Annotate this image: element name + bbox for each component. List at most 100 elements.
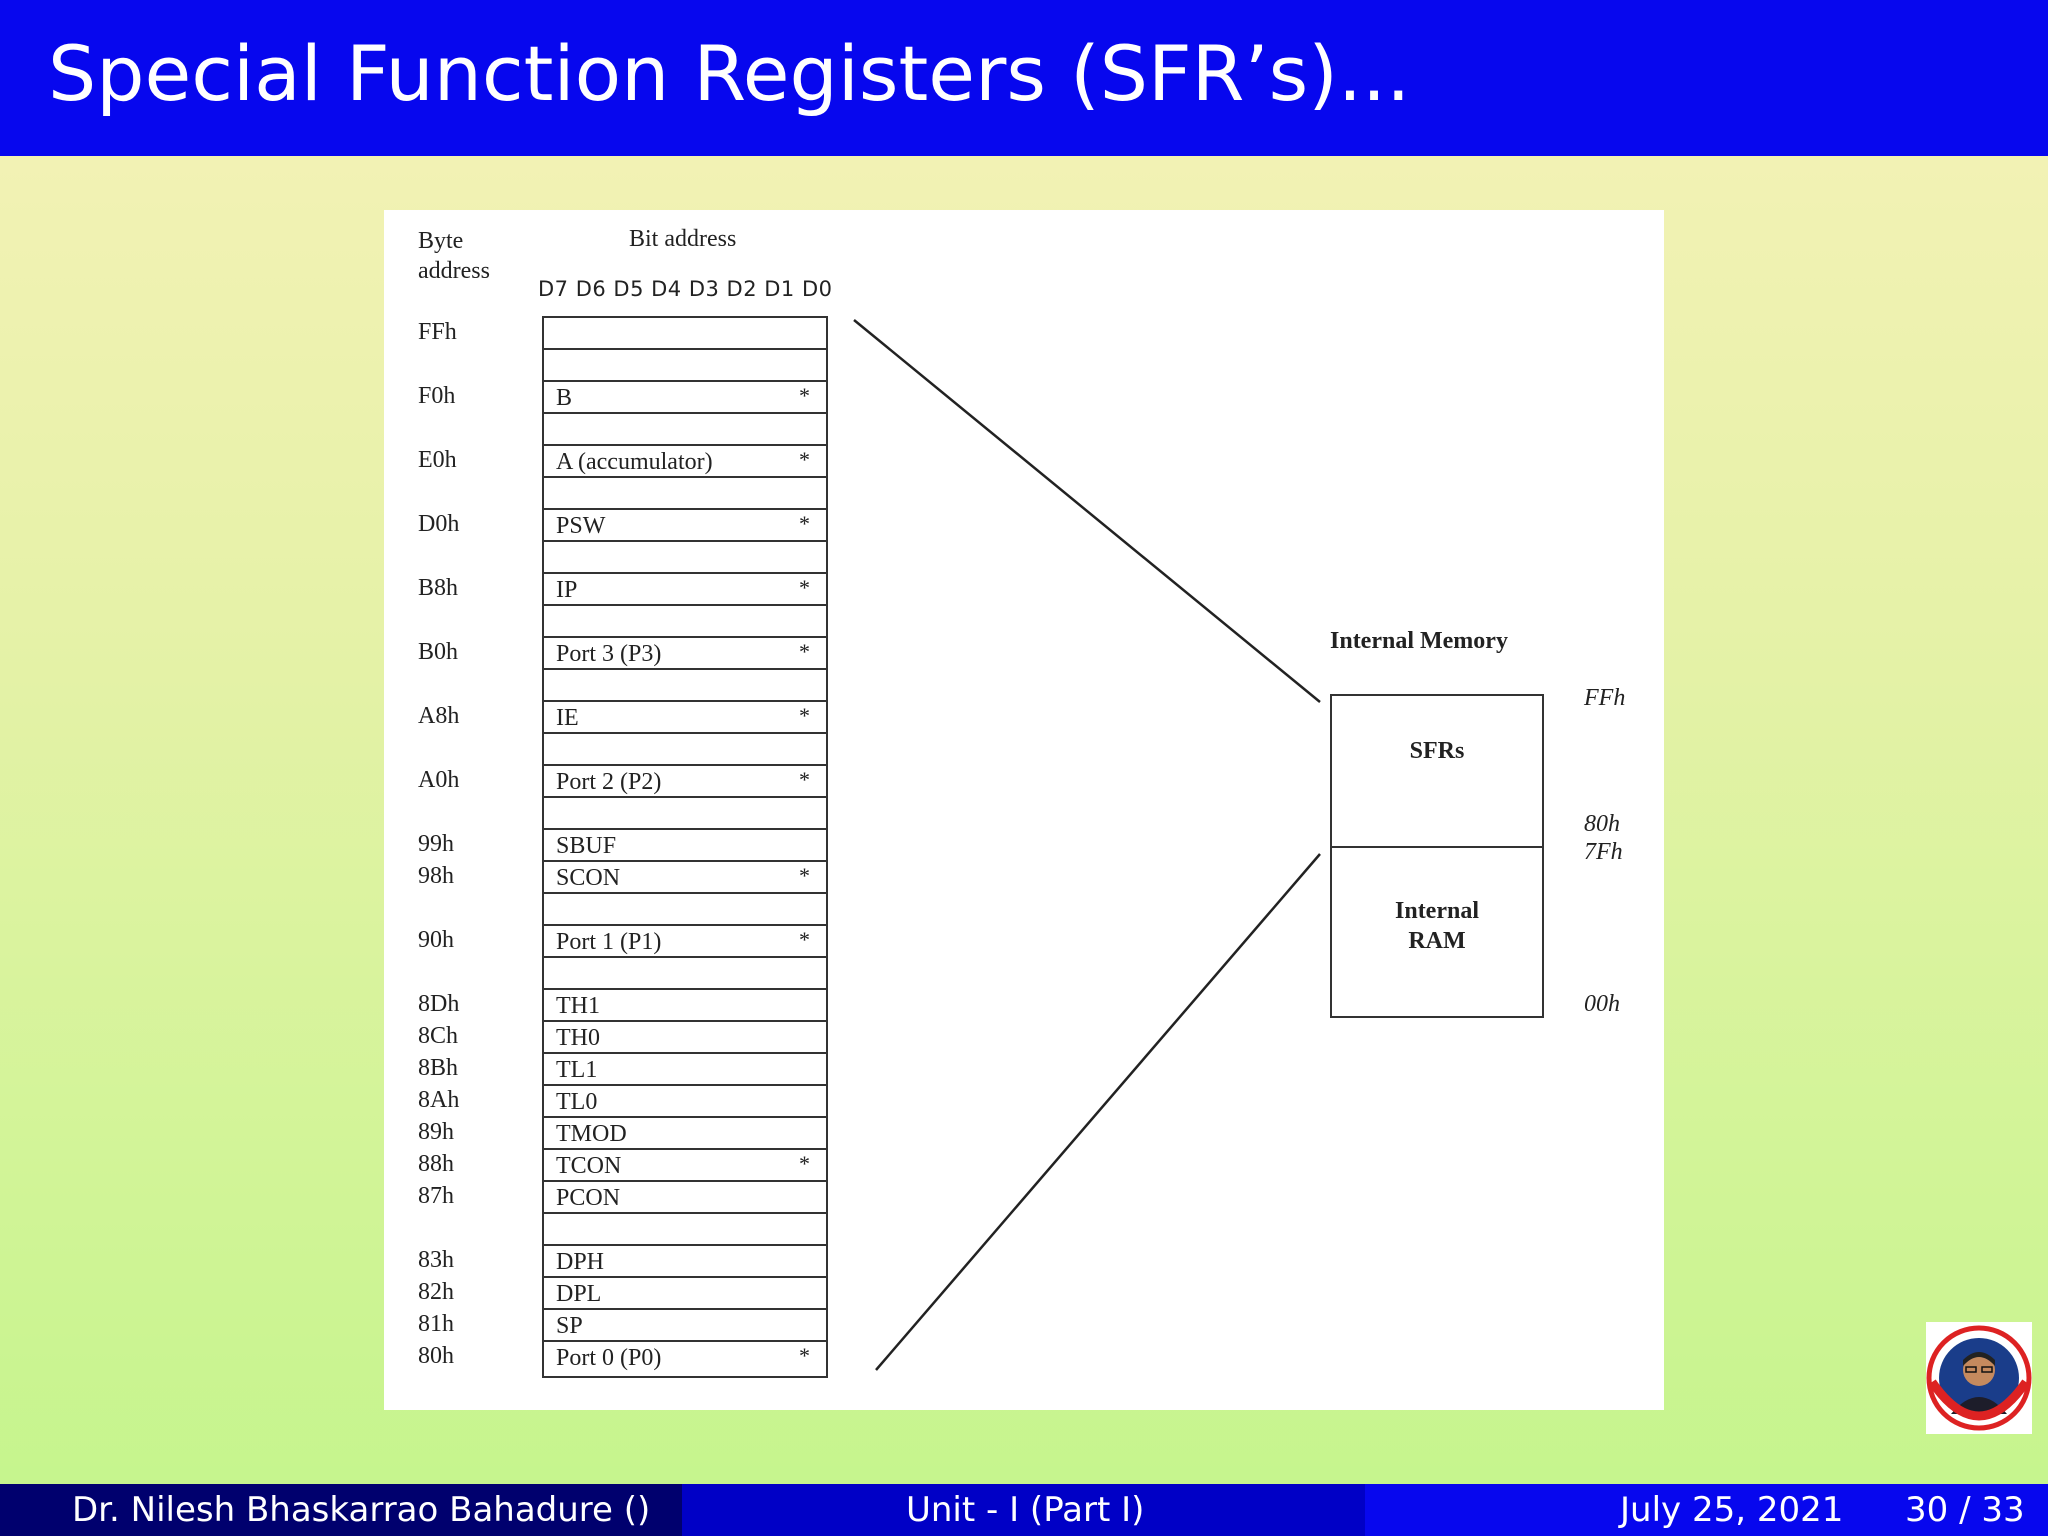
internal-memory-box: SFRs Internal RAM xyxy=(1330,694,1544,1018)
bit-addressable-star: * xyxy=(799,767,810,792)
bit-columns-header: D7 D6 D5 D4 D3 D2 D1 D0 xyxy=(538,277,833,301)
memory-address-80h: 80h xyxy=(1584,811,1620,837)
register-row xyxy=(544,478,826,510)
footer-author: Dr. Nilesh Bhaskarrao Bahadure () xyxy=(72,1490,651,1530)
byte-address-label: 89h xyxy=(418,1119,454,1145)
byte-address-label: 90h xyxy=(418,927,454,953)
register-name: SCON xyxy=(556,865,621,891)
internal-ram-label: Internal RAM xyxy=(1332,896,1542,956)
register-row: TH0 xyxy=(544,1022,826,1054)
register-row: DPH xyxy=(544,1246,826,1278)
memory-address-7fh: 7Fh xyxy=(1584,839,1623,865)
bit-addressable-star: * xyxy=(799,447,810,472)
register-row: Port 1 (P1) * xyxy=(544,926,826,958)
memory-address-ffh: FFh xyxy=(1584,685,1626,711)
byte-address-label: 98h xyxy=(418,863,454,889)
byte-address-header-line1: Byte xyxy=(418,228,464,254)
register-name: PSW xyxy=(556,513,606,539)
register-row: SCON* xyxy=(544,862,826,894)
byte-address-label: 8Ch xyxy=(418,1023,459,1049)
register-row: TCON* xyxy=(544,1150,826,1182)
byte-address-label: E0h xyxy=(418,447,457,473)
footer-date-page-section: July 25, 2021 30 / 33 xyxy=(1365,1484,2048,1536)
sfr-memory-map-figure: Byte address Bit address D7 D6 D5 D4 D3 … xyxy=(384,210,1664,1410)
register-row: B* xyxy=(544,382,826,414)
register-name: Port 3 (P3) xyxy=(556,641,662,667)
register-row: Port 0 (P0) * xyxy=(544,1342,826,1374)
register-row: SBUF xyxy=(544,830,826,862)
internal-ram-label-line2: RAM xyxy=(1408,928,1466,954)
internal-memory-title: Internal Memory xyxy=(1330,628,1508,654)
memory-divider xyxy=(1332,846,1542,848)
register-name: TH1 xyxy=(556,993,600,1019)
byte-address-label: 82h xyxy=(418,1279,454,1305)
byte-address-label: D0h xyxy=(418,511,460,537)
footer-bar: Dr. Nilesh Bhaskarrao Bahadure () Unit -… xyxy=(0,1484,2048,1536)
byte-address-label: 87h xyxy=(418,1183,454,1209)
register-row xyxy=(544,606,826,638)
register-row xyxy=(544,734,826,766)
footer-unit-section: Unit - I (Part I) xyxy=(682,1484,1365,1536)
register-name: TMOD xyxy=(556,1121,627,1147)
register-name: Port 0 (P0) xyxy=(556,1345,662,1371)
register-row: PSW* xyxy=(544,510,826,542)
register-name: IE xyxy=(556,705,579,731)
byte-address-label: 8Dh xyxy=(418,991,460,1017)
register-name: SP xyxy=(556,1313,583,1339)
register-row xyxy=(544,670,826,702)
bottom-expansion-line xyxy=(875,853,1321,1371)
bit-addressable-star: * xyxy=(799,927,810,952)
sfr-register-table: B*A (accumulator)*PSW*IP*Port 3 (P3)*IE*… xyxy=(542,316,828,1378)
register-row xyxy=(544,318,826,350)
register-name: TH0 xyxy=(556,1025,600,1051)
register-row: IE * xyxy=(544,702,826,734)
footer-author-section: Dr. Nilesh Bhaskarrao Bahadure () xyxy=(0,1484,682,1536)
byte-address-label: 81h xyxy=(418,1311,454,1337)
register-name: B xyxy=(556,385,573,411)
register-name: PCON xyxy=(556,1185,621,1211)
bit-addressable-star: * xyxy=(799,383,810,408)
register-name: Port 2 (P2) xyxy=(556,769,662,795)
register-row: IP* xyxy=(544,574,826,606)
footer-page-number: 30 / 33 xyxy=(1905,1490,2025,1530)
bit-addressable-star: * xyxy=(799,703,810,728)
byte-address-label: 80h xyxy=(418,1343,454,1369)
byte-address-label: A8h xyxy=(418,703,460,729)
internal-ram-label-line1: Internal xyxy=(1395,898,1479,924)
register-row xyxy=(544,894,826,926)
slide-title: Special Function Registers (SFR’s)... xyxy=(48,29,1411,118)
register-row: PCON xyxy=(544,1182,826,1214)
register-name: IP xyxy=(556,577,578,603)
academy-logo-icon xyxy=(1926,1322,2032,1434)
byte-address-header-line2: address xyxy=(418,258,490,284)
register-name: Port 1 (P1) xyxy=(556,929,662,955)
memory-address-00h: 00h xyxy=(1584,991,1620,1017)
byte-address-label: A0h xyxy=(418,767,460,793)
byte-address-label: B8h xyxy=(418,575,459,601)
register-row xyxy=(544,958,826,990)
register-row xyxy=(544,414,826,446)
register-row: TH1 xyxy=(544,990,826,1022)
register-row: Port 2 (P2) * xyxy=(544,766,826,798)
register-name: A (accumulator) xyxy=(556,449,713,475)
sfrs-label: SFRs xyxy=(1409,738,1465,764)
academy-logo xyxy=(1926,1322,2032,1434)
register-name: DPL xyxy=(556,1281,602,1307)
bit-addressable-star: * xyxy=(799,1343,810,1368)
register-name: SBUF xyxy=(556,833,617,859)
byte-address-label: 83h xyxy=(418,1247,454,1273)
register-row xyxy=(544,542,826,574)
bit-addressable-star: * xyxy=(799,639,810,664)
top-expansion-line xyxy=(853,319,1321,703)
register-row: DPL xyxy=(544,1278,826,1310)
register-row xyxy=(544,1214,826,1246)
bit-address-header: Bit address xyxy=(629,226,737,252)
footer-unit: Unit - I (Part I) xyxy=(906,1490,1145,1530)
register-row: SP xyxy=(544,1310,826,1342)
register-row: Port 3 (P3) * xyxy=(544,638,826,670)
register-row: TL0 xyxy=(544,1086,826,1118)
register-name: DPH xyxy=(556,1249,605,1275)
byte-address-label: FFh xyxy=(418,319,457,345)
register-name: TCON xyxy=(556,1153,622,1179)
expansion-lines xyxy=(853,319,1321,1371)
